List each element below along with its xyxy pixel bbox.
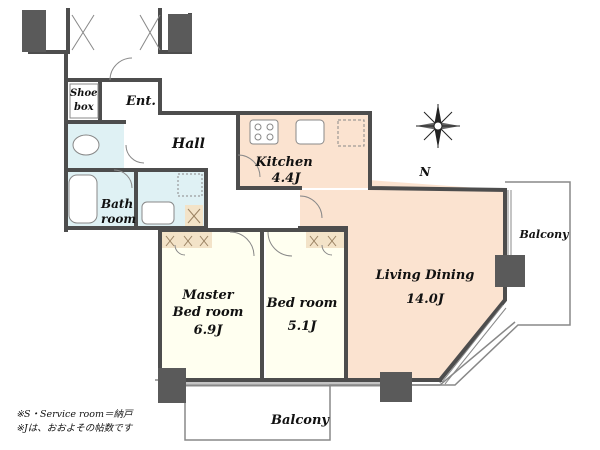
closet-bedroom xyxy=(306,232,344,248)
balcony-bottom-label: Balcony xyxy=(270,413,330,428)
windows xyxy=(186,190,512,387)
note-j-unit: ※Jは、おおよその帖数です xyxy=(16,423,134,434)
room-labels: Shoe box Ent. Hall Kitchen 4.4J Bath roo… xyxy=(70,88,570,428)
kitchen-size: 4.4J xyxy=(272,171,302,186)
entrance-label: Ent. xyxy=(125,94,156,109)
master-bedroom-floor xyxy=(162,232,260,380)
kitchen-sink xyxy=(295,119,325,145)
master-size: 6.9J xyxy=(194,323,224,338)
notes: ※S・Service room＝納戸 ※Jは、おおよその帖数です xyxy=(16,409,134,434)
fixtures xyxy=(68,14,365,225)
bathtub xyxy=(68,174,98,224)
shoe-box-label-1: Shoe xyxy=(70,88,98,99)
living-dining-floor xyxy=(300,180,505,380)
room-floors xyxy=(66,113,505,380)
closet-hatching xyxy=(165,208,337,247)
shoe-box-label-2: box xyxy=(74,102,95,113)
master-label-2: Bed room xyxy=(172,305,244,320)
living-label: Living Dining xyxy=(375,268,475,283)
hall-label: Hall xyxy=(171,136,205,152)
kitchen-label: Kitchen xyxy=(254,155,312,170)
bedroom-size: 5.1J xyxy=(288,319,318,334)
north-label: N xyxy=(419,165,432,179)
fridge-space xyxy=(337,119,365,147)
stove xyxy=(249,119,279,145)
shoe-box-cabinet xyxy=(69,83,99,119)
balcony-right-label: Balcony xyxy=(518,228,570,241)
columns xyxy=(22,10,525,403)
master-label-1: Master xyxy=(181,288,234,303)
toilet xyxy=(72,134,100,156)
bedroom-floor xyxy=(266,232,346,380)
shower xyxy=(177,173,203,197)
living-size: 14.0J xyxy=(406,292,445,307)
bedroom-label: Bed room xyxy=(266,296,338,311)
bath-label-2: room xyxy=(101,212,136,226)
note-service-room: ※S・Service room＝納戸 xyxy=(16,409,134,420)
washbasin xyxy=(141,201,175,225)
compass-icon xyxy=(416,104,460,148)
door-swings xyxy=(109,57,333,257)
bath-label-1: Bath xyxy=(100,197,133,211)
